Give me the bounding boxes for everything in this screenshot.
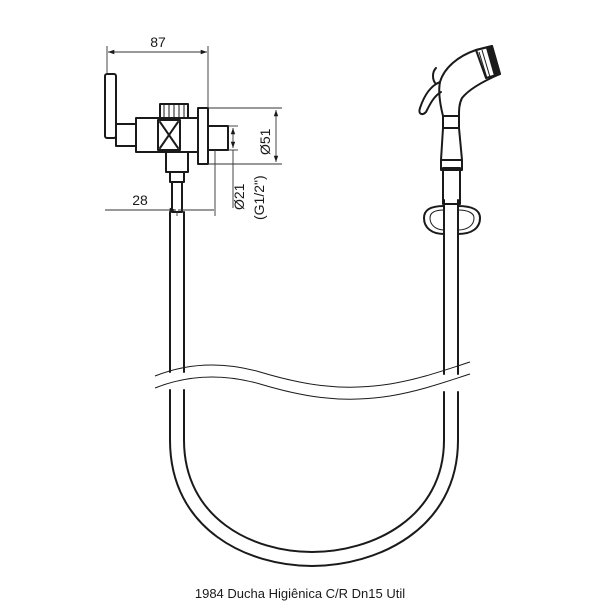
valve-body [135,117,199,153]
inlet-stub [207,125,229,151]
dimension-label-87: 87 [150,34,166,50]
dimension-87: 87 [106,34,209,108]
holder-ring [423,205,481,235]
valve-cross [157,119,181,151]
hose-nut [165,151,189,173]
wall-flange [197,107,209,165]
spray-trigger [418,81,442,116]
hose-connector [442,167,461,205]
product-caption: 1984 Ducha Higiênica C/R Dn15 Util [194,586,406,601]
spray-head [418,45,501,205]
dimension-label-51: Ø51 [257,128,273,155]
valve-assembly [104,73,229,213]
valve-collar [115,123,137,147]
hose [169,199,459,567]
dimension-label-thread: (G1/2") [251,175,267,220]
dimension-28: 28 [105,150,216,216]
valve-lever [104,73,117,139]
dimension-label-inlet: Ø21 [231,183,247,210]
break-lines [154,361,471,400]
dimension-inlet: Ø21 (G1/2") [228,125,267,220]
dimension-51: Ø51 [208,107,282,165]
dimension-label-28: 28 [132,192,148,208]
